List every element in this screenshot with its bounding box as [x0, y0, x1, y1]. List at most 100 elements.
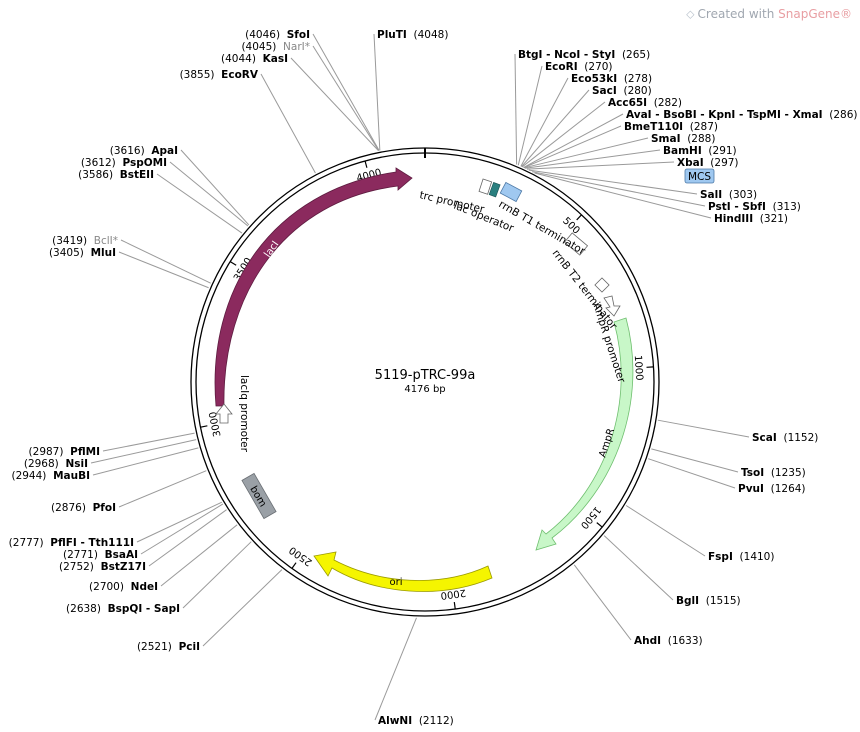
site-label[interactable]: (4044) KasI — [221, 53, 288, 65]
site-position: (4048) — [414, 29, 449, 41]
site-name: AhdI — [634, 635, 661, 647]
site-position: (288) — [687, 133, 715, 145]
site-name: FspI — [708, 551, 733, 563]
site-position: (2700) — [89, 581, 124, 593]
site-position: (321) — [760, 213, 788, 225]
site-label[interactable]: HindIII (321) — [714, 213, 788, 225]
site-gap — [116, 157, 123, 169]
site-label[interactable]: BmeT110I (287) — [624, 121, 718, 133]
site-label[interactable]: (2987) PflMI — [29, 446, 100, 458]
site-label[interactable]: (2944) MauBI — [11, 470, 90, 482]
site-gap — [699, 595, 706, 607]
site-position: (2752) — [59, 561, 94, 573]
site-label[interactable]: Acc65I (282) — [608, 97, 682, 109]
site-label[interactable]: SmaI (288) — [651, 133, 715, 145]
site-position: (1515) — [706, 595, 741, 607]
site-label[interactable]: BamHI (291) — [663, 145, 737, 157]
site-leader — [520, 77, 569, 167]
site-leader — [136, 501, 223, 543]
site-name: PfoI — [93, 502, 116, 514]
site-position: (265) — [622, 49, 650, 61]
site-label[interactable]: FspI (1410) — [708, 551, 774, 563]
site-position: (3586) — [78, 169, 113, 181]
site-leader — [160, 524, 238, 587]
site-label[interactable]: (2876) PfoI — [51, 502, 116, 514]
feature-trc-promoter-arrow[interactable] — [478, 178, 493, 195]
site-position: (2944) — [11, 470, 46, 482]
site-label[interactable]: (2521) PciI — [137, 641, 200, 653]
tick-mark-1500 — [596, 522, 603, 528]
site-label[interactable]: SacI (280) — [592, 85, 652, 97]
feature-ori-arrow[interactable] — [313, 551, 493, 592]
tick-label-1000: 1000 — [632, 355, 645, 381]
site-label[interactable]: (3612) PspOMI — [81, 157, 167, 169]
feature-rrnb-t2-box[interactable] — [563, 232, 589, 256]
site-label[interactable]: (2771) BsaAI — [63, 549, 138, 561]
site-label[interactable]: (2777) PflFI - Tth111I — [9, 537, 134, 549]
site-label[interactable]: EcoRI (270) — [545, 61, 613, 73]
site-label[interactable]: SalI (303) — [700, 189, 757, 201]
site-position: (4045) — [241, 41, 276, 53]
site-label[interactable]: (3616) ApaI — [110, 145, 178, 157]
site-label[interactable]: (3855) EcoRV — [180, 69, 259, 81]
site-name: AvaI - BsoBI - KpnI - TspMI - XmaI — [626, 109, 823, 121]
site-position: (3405) — [49, 247, 84, 259]
site-name: BglI — [676, 595, 699, 607]
site-leader — [312, 45, 380, 151]
feature-rrnb-t1-box[interactable] — [499, 181, 523, 203]
site-gap — [722, 189, 729, 201]
feature-laciq-promoter-arrow[interactable] — [215, 403, 233, 424]
site-label[interactable]: (3586) BstEII — [78, 169, 154, 181]
site-label[interactable]: (3405) MluI — [49, 247, 116, 259]
site-label[interactable]: AlwNI (2112) — [378, 715, 454, 727]
site-label[interactable]: PluTI (4048) — [377, 29, 448, 41]
mcs-badge[interactable]: MCS — [684, 168, 715, 184]
site-label[interactable]: (2752) BstZ17I — [59, 561, 146, 573]
site-label[interactable]: XbaI (297) — [677, 157, 739, 169]
site-name: EcoRI — [545, 61, 578, 73]
site-label[interactable]: TsoI (1235) — [741, 467, 806, 479]
site-label[interactable]: BtgI - NcoI - StyI (265) — [518, 49, 650, 61]
site-leader — [140, 503, 224, 555]
site-name: NdeI — [131, 581, 158, 593]
site-label[interactable]: (2968) NsiI — [24, 458, 88, 470]
site-label[interactable]: BglI (1515) — [676, 595, 741, 607]
site-leader — [657, 419, 750, 438]
feature-laci-arrow[interactable] — [214, 167, 413, 407]
site-name: ApaI — [151, 145, 178, 157]
feature-lac-operator-box[interactable] — [488, 182, 501, 198]
site-leader — [202, 569, 283, 647]
site-position: (3855) — [180, 69, 215, 81]
tick-mark-500 — [576, 214, 582, 221]
site-leader — [180, 149, 250, 226]
site-position: (1235) — [771, 467, 806, 479]
feature-ampr-arrow[interactable] — [535, 317, 634, 551]
site-position: (1264) — [771, 483, 806, 495]
site-label[interactable]: PvuI (1264) — [738, 483, 806, 495]
site-label[interactable]: (2700) NdeI — [89, 581, 158, 593]
site-label[interactable]: AvaI - BsoBI - KpnI - TspMI - XmaI (286) — [626, 109, 858, 121]
site-name: SacI — [592, 85, 617, 97]
site-position: (2521) — [137, 641, 172, 653]
site-label[interactable]: AhdI (1633) — [634, 635, 703, 647]
site-name: BspQI - SapI — [108, 603, 180, 615]
site-label[interactable]: ScaI (1152) — [752, 432, 818, 444]
feature-ampr-promoter-arrow[interactable] — [603, 295, 621, 317]
site-name: SalI — [700, 189, 722, 201]
site-label[interactable]: (4045) NarI* — [241, 41, 310, 53]
site-leader — [260, 73, 316, 174]
feature-ampr-promoter-small-box[interactable] — [594, 277, 610, 293]
site-label[interactable]: (4046) SfoI — [245, 29, 310, 41]
site-leader — [521, 89, 590, 167]
site-position: (3419) — [52, 235, 87, 247]
site-leader — [312, 33, 380, 151]
site-label[interactable]: (3419) BclI* — [52, 235, 118, 247]
feature-bom[interactable]: bom — [241, 472, 277, 520]
snapgene-logo-icon: ⬦ — [686, 7, 695, 21]
site-gap — [44, 537, 51, 549]
site-label[interactable]: Eco53kI (278) — [571, 73, 652, 85]
site-label[interactable]: (2638) BspQI - SapI — [66, 603, 180, 615]
site-label[interactable]: PstI - SbfI (313) — [708, 201, 801, 213]
site-leader — [92, 447, 199, 476]
